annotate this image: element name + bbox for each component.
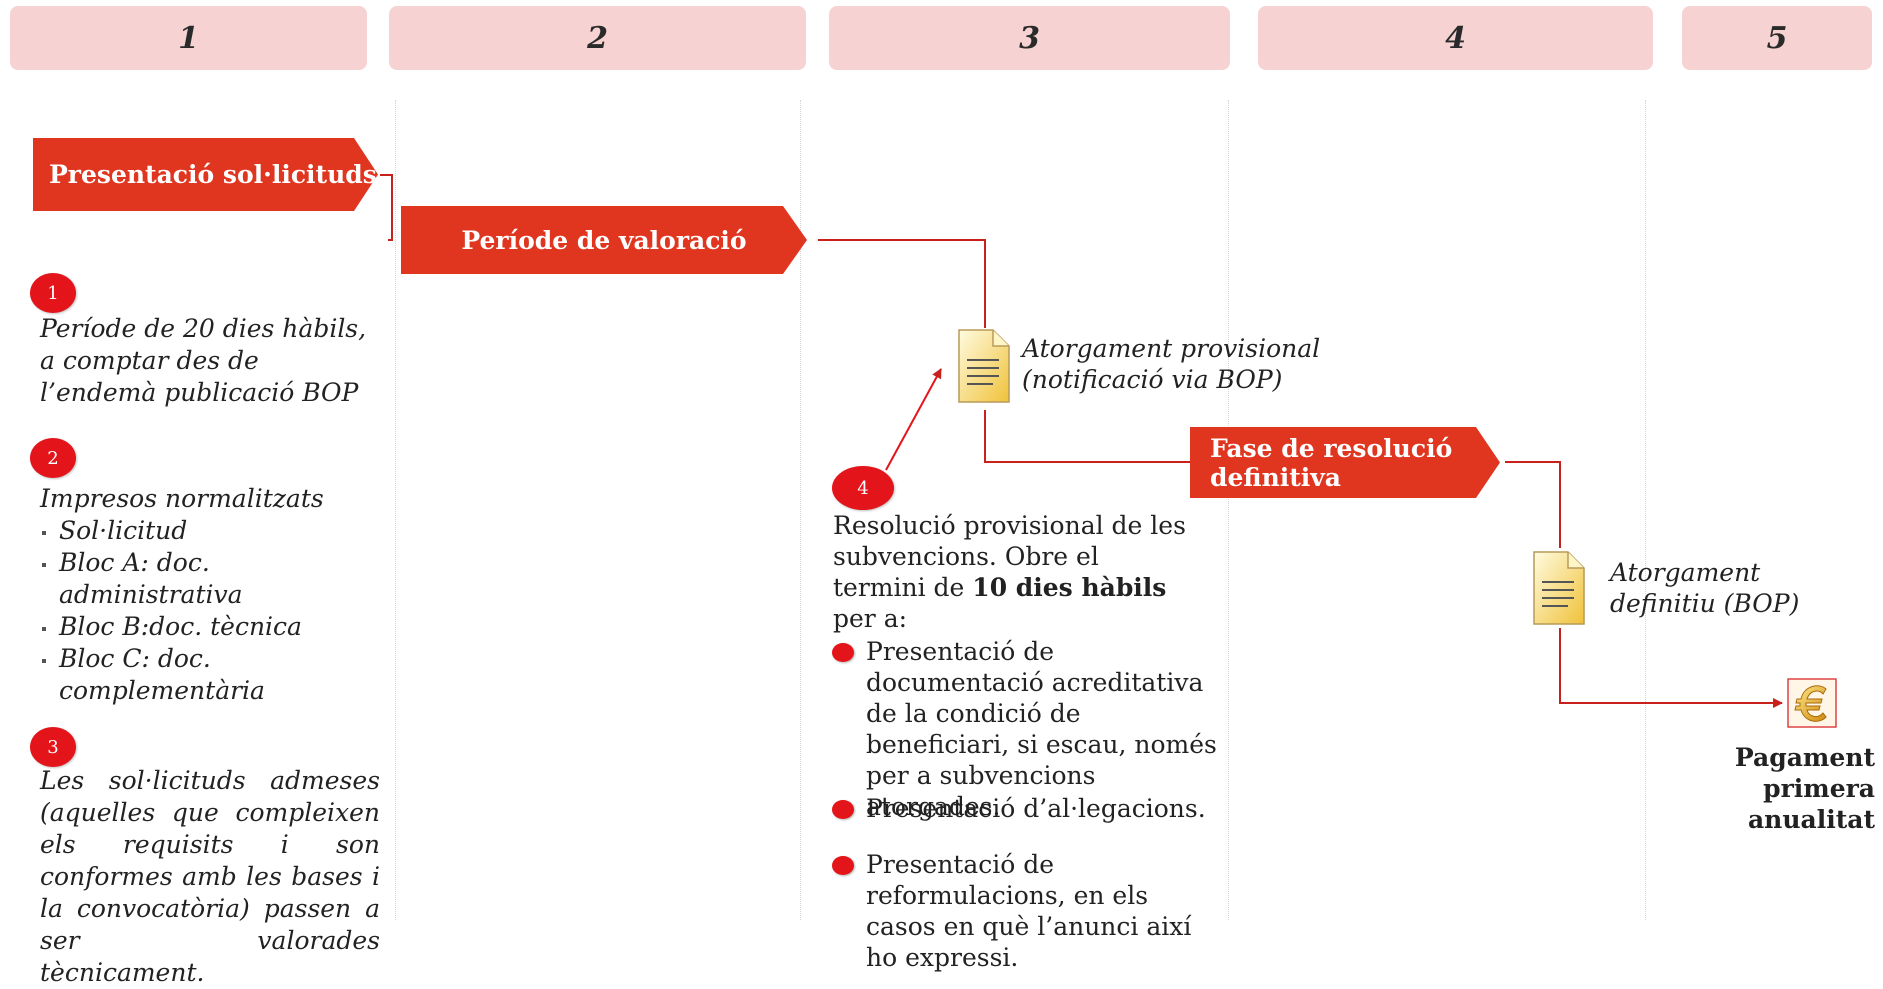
definitive-award-line2: definitiu (BOP) [1610, 589, 1800, 618]
note-4-item-3: Presentació de reformulacions, en els ca… [866, 850, 1192, 972]
step-badge-1: 1 [30, 273, 76, 313]
note-4-item-1: Presentació de documentació acreditativa… [866, 637, 1217, 821]
column-divider [395, 100, 396, 920]
note-2-block: Impresos normalitzats Sol·licitud Bloc A… [40, 483, 400, 707]
step-badge-3: 3 [30, 727, 76, 767]
note-4-text-bold: 10 dies hàbils [972, 573, 1167, 602]
badge4-to-provisional-arrow [885, 368, 942, 471]
bullet-dot [832, 856, 854, 875]
definitiu-to-euro-line [1559, 628, 1783, 708]
badge-number: 3 [47, 736, 59, 758]
column-number: 1 [178, 20, 199, 56]
column-divider [800, 100, 801, 920]
phase-resolucio-label-line1: Fase de resolució [1210, 433, 1453, 463]
bullet-dot [832, 643, 854, 662]
euro-icon [1787, 678, 1837, 728]
note-2-item: Bloc B:doc. tècnica [40, 611, 400, 643]
document-icon [958, 329, 1010, 403]
column-header-1: 1 [10, 6, 367, 70]
column-header-5: 5 [1682, 6, 1872, 70]
note-4-intro: Resolució provisional de les subvencions… [833, 510, 1193, 634]
note-2-item: Bloc C: doc. complementària [40, 643, 265, 707]
step-badge-4: 4 [832, 466, 894, 510]
column-header-2: 2 [389, 6, 806, 70]
note-4-item-2: Presentació d’al·legacions. [866, 794, 1206, 823]
column-divider [1228, 100, 1229, 920]
note-4-text-b: per a: [833, 604, 908, 633]
phase-resolucio-banner: Fase de resolució definitiva [1190, 427, 1500, 498]
provisional-award-line2: (notificació via BOP) [1022, 365, 1283, 394]
note-2-item: Bloc A: doc. administrativa [40, 547, 400, 611]
column-number: 3 [1019, 20, 1040, 56]
note-2-list: Sol·licitud Bloc A: doc. administrativa … [40, 515, 400, 707]
column-header-3: 3 [829, 6, 1230, 70]
definitive-award-line1: Atorgament [1610, 558, 1761, 587]
column-divider [1645, 100, 1646, 920]
provisional-award-label: Atorgament provisional (notificació via … [1022, 333, 1352, 395]
phase-valoracio-banner: Període de valoració [401, 206, 807, 274]
payment-line2: primera [1763, 774, 1875, 803]
provisional-to-resolucio-line [984, 410, 1190, 463]
note-3-content: Les sol·licituds admeses (aquelles que c… [40, 766, 380, 987]
document-icon [1533, 551, 1585, 625]
valoracio-to-provisional-line [818, 239, 986, 328]
phase-resolucio-label-line2: definitiva [1210, 462, 1342, 492]
note-4-text-a: Resolució provisional de les subvencions… [833, 511, 1186, 602]
badge-number: 1 [47, 282, 59, 304]
column-header-4: 4 [1258, 6, 1653, 70]
payment-label: Pagament primera anualitat [1700, 742, 1875, 835]
note-3-text: Les sol·licituds admeses (aquelles que c… [40, 765, 380, 989]
column-number: 5 [1766, 20, 1788, 56]
bracket-connector [380, 174, 393, 241]
phase-presentacio-label: Presentació sol·licituds [49, 160, 377, 189]
note-2-item: Sol·licitud [40, 515, 400, 547]
definitive-award-label: Atorgament definitiu (BOP) [1610, 557, 1860, 619]
bullet-dot [832, 800, 854, 819]
badge-number: 2 [47, 447, 59, 469]
phase-presentacio-banner: Presentació sol·licituds [33, 138, 378, 211]
payment-line1: Pagament [1734, 743, 1875, 772]
phase-valoracio-label: Període de valoració [461, 225, 747, 255]
note-1-text: Període de 20 dies hàbils, a comptar des… [40, 313, 380, 409]
resolucio-to-definitiu-line [1505, 461, 1561, 548]
column-number: 4 [1445, 20, 1466, 56]
provisional-award-line1: Atorgament provisional [1022, 334, 1321, 363]
step-badge-2: 2 [30, 438, 76, 478]
column-number: 2 [587, 20, 608, 56]
payment-line3: anualitat [1747, 805, 1875, 834]
badge-number: 4 [857, 477, 869, 499]
note-2-title: Impresos normalitzats [40, 484, 324, 513]
note-1-content: Període de 20 dies hàbils, a comptar des… [40, 314, 367, 407]
